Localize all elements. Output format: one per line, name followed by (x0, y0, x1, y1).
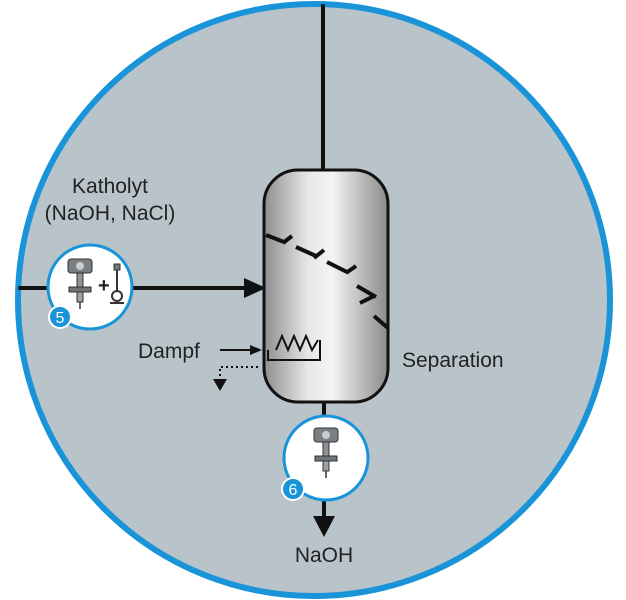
heating-coil (267, 333, 321, 361)
product-arrow-head (313, 516, 335, 537)
steam-label: Dampf (138, 340, 200, 363)
condensate-arrow-head (213, 379, 227, 391)
transmitter-icon (313, 427, 339, 478)
feed-arrow-head (244, 278, 266, 298)
steam-arrow-head (250, 345, 262, 355)
instrument-6: 6 (281, 414, 370, 502)
feed-label-line2: (NaOH, NaCl) (45, 202, 176, 225)
feed-label-line1: Katholyt (72, 175, 148, 198)
demister-baffles (265, 233, 390, 330)
svg-text:+: + (98, 275, 110, 297)
badge-5-number: 5 (56, 310, 65, 327)
product-label: NaOH (295, 544, 353, 567)
temperature-sensor-icon (110, 263, 124, 304)
badge-6 (281, 477, 305, 501)
condensate-line (219, 366, 258, 380)
separation-label: Separation (402, 349, 504, 372)
transmitter-icon (67, 258, 93, 309)
separator-vessel (262, 168, 390, 404)
badge-6-number: 6 (289, 482, 298, 499)
badge-5 (48, 305, 72, 329)
instrument-5: + 5 (46, 243, 134, 331)
